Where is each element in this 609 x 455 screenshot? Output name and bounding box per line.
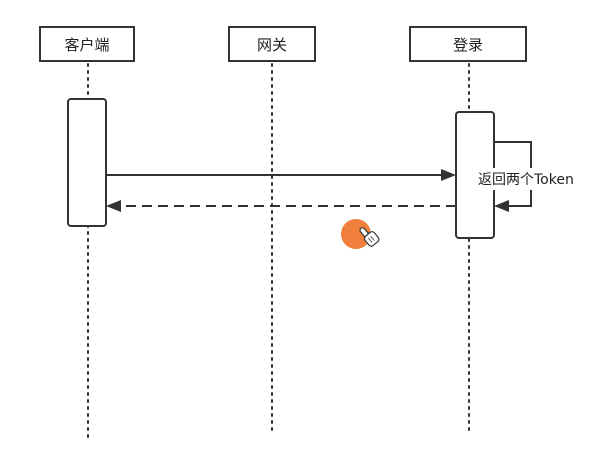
message-request <box>106 169 456 181</box>
self-message-label: 返回两个Token <box>478 172 574 188</box>
self-message-label-bg <box>476 168 590 190</box>
cursor <box>341 219 380 249</box>
message-self-login: 返回两个Token <box>476 141 590 212</box>
participant-gateway: 网关 <box>228 26 316 62</box>
participant-login: 登录 <box>409 26 527 62</box>
participant-label-gateway: 网关 <box>257 36 287 54</box>
participant-label-login: 登录 <box>453 36 483 54</box>
message-return <box>106 200 456 212</box>
participant-client: 客户端 <box>39 26 135 62</box>
arrow-self-head <box>494 200 509 212</box>
participant-label-client: 客户端 <box>64 36 109 54</box>
activation-client <box>67 98 107 227</box>
pointer-hand-icon <box>359 227 380 247</box>
arrow-return-head <box>106 200 121 212</box>
cursor-highlight <box>341 219 371 249</box>
arrow-request-head <box>441 169 456 181</box>
